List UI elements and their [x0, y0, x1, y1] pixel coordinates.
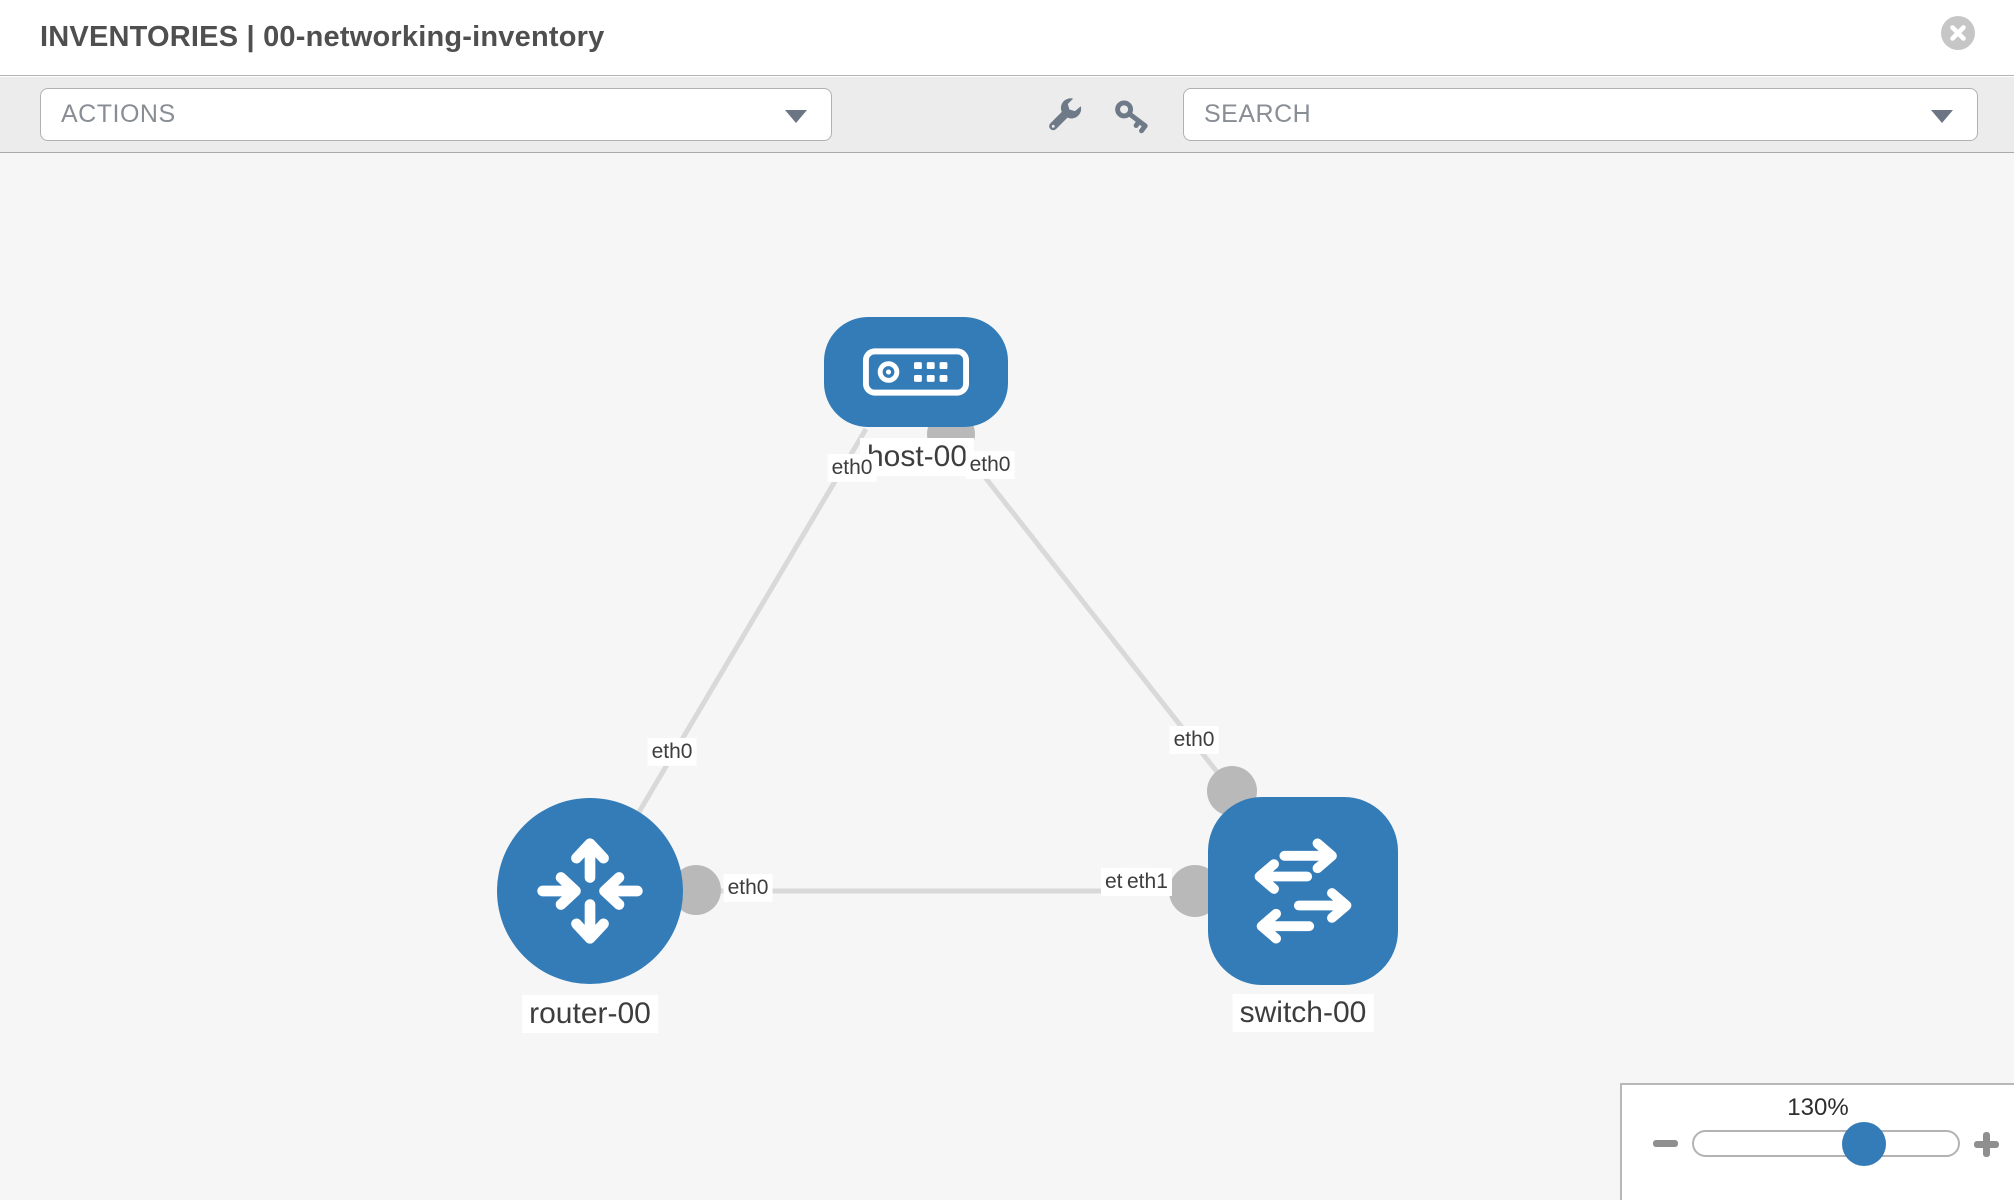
topology-canvas[interactable]: [0, 153, 2014, 1200]
iface-label-router-right: eth0: [723, 873, 773, 903]
node-label-host: host-00: [859, 438, 975, 476]
plus-vertical-bar: [1983, 1132, 1990, 1157]
zoom-level-value: 130%: [1787, 1094, 1849, 1121]
wrench-icon[interactable]: [1045, 98, 1083, 136]
iface-label-host-right: eth0: [965, 450, 1015, 480]
node-switch-00[interactable]: [1208, 797, 1398, 985]
node-host-00[interactable]: [824, 317, 1008, 427]
switch-icon: [1254, 838, 1352, 944]
iface-label-switch-top: eth0: [1169, 725, 1219, 755]
search-dropdown[interactable]: SEARCH: [1183, 88, 1978, 141]
node-router-00[interactable]: [497, 798, 683, 984]
actions-dropdown[interactable]: ACTIONS: [40, 88, 832, 141]
zoom-panel: 130%: [1620, 1083, 2014, 1200]
zoom-in-icon[interactable]: [1974, 1132, 1999, 1157]
close-button[interactable]: [1941, 16, 1975, 50]
actions-dropdown-label: ACTIONS: [61, 100, 176, 128]
window-header: INVENTORIES | 00-networking-inventory: [0, 0, 2014, 76]
zoom-out-icon[interactable]: [1653, 1140, 1678, 1147]
router-icon: [537, 838, 643, 944]
chevron-down-icon: [1931, 110, 1953, 123]
zoom-slider-handle[interactable]: [1842, 1122, 1886, 1166]
zoom-slider-track[interactable]: [1692, 1130, 1960, 1157]
page-title: INVENTORIES | 00-networking-inventory: [40, 21, 605, 53]
iface-label-switch-front: eth1: [1123, 867, 1172, 897]
key-icon[interactable]: [1113, 98, 1151, 136]
search-dropdown-label: SEARCH: [1204, 100, 1312, 128]
interface-connector-router-right: [671, 865, 721, 915]
iface-label-router-top: eth0: [647, 737, 697, 767]
iface-label-host-left: eth0: [827, 453, 877, 483]
close-icon: [1950, 25, 1966, 41]
node-label-router: router-00: [522, 995, 658, 1033]
node-label-switch: switch-00: [1232, 994, 1374, 1032]
toolbar: ACTIONS SEARCH: [0, 77, 2014, 153]
chevron-down-icon: [785, 110, 807, 123]
host-icon: [862, 348, 970, 396]
